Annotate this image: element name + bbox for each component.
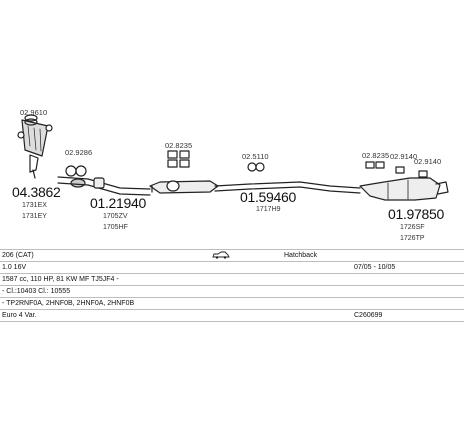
model-name: 206 (CAT) [2,252,34,259]
ref-number: 02.5110 [242,152,269,161]
exhaust-diagram: 02.9610 02.9286 02.8235 02.5110 02.8235 … [12,108,449,242]
production-dates: 07/05 - 10/05 [354,264,396,271]
classification: - Cl.:10403 Cl.: 10555 [2,288,71,295]
type-codes: - TP2RNF0A, 2HNF0B, 2HNF0A, 2HNF0B [2,300,135,307]
oe-code: 1717H9 [256,206,281,213]
info-row: - Cl.:10403 Cl.: 10555 [0,285,464,297]
middle-pipe-icon [249,181,361,194]
oe-code: 1705HF [103,224,128,231]
vehicle-info-table: 206 (CAT) Hatchback 1.0 16V 07/05 - 10/0… [0,249,464,322]
part-number: 01.59460 [240,189,296,205]
info-row: 1.0 16V 07/05 - 10/05 [0,261,464,273]
info-row: 206 (CAT) Hatchback [0,249,464,261]
ref-number: 02.8235 [165,141,193,150]
engine-details: 1587 cc, 110 HP, 81 KW MF TJ5JF4 - [2,276,119,283]
info-row: 1587 cc, 110 HP, 81 KW MF TJ5JF4 - [0,273,464,285]
part-number: 04.3862 [12,184,61,200]
car-hatchback-icon [212,251,230,263]
rear-hanger-icon [365,161,428,178]
rear-silencer-icon [359,177,449,201]
gasket-icon [24,114,38,126]
exhaust-drawing [17,114,449,201]
ref-number: 02.9286 [65,148,93,157]
front-pipe-icon [57,176,151,196]
oe-code: 1731EY [22,213,47,220]
ref-number: 02.9140 [390,152,418,161]
oe-code: 1726SF [400,224,425,231]
rubber-hanger-icon [167,150,190,168]
ref-number: 02.8235 [362,151,390,160]
info-row: - TP2RNF0A, 2HNF0B, 2HNF0A, 2HNF0B [0,297,464,309]
ref-number: 02.9140 [414,157,442,166]
middle-silencer-icon [149,180,251,194]
info-row: Euro 4 Var. C260699 [0,309,464,322]
body-type: Hatchback [284,252,318,259]
engine: 1.0 16V [2,264,27,271]
clamp-icon [247,162,265,172]
emission-standard: Euro 4 Var. [2,312,37,319]
oe-code: 1705ZV [103,213,128,220]
part-number: 01.21940 [90,195,146,211]
oe-code: 1726TP [400,235,425,242]
part-number: 01.97850 [388,206,444,222]
ref-number: 02.9610 [20,108,48,117]
oe-code: 1731EX [22,202,47,209]
catalytic-converter-icon [17,119,53,179]
catalogue-number: C260699 [354,312,383,319]
